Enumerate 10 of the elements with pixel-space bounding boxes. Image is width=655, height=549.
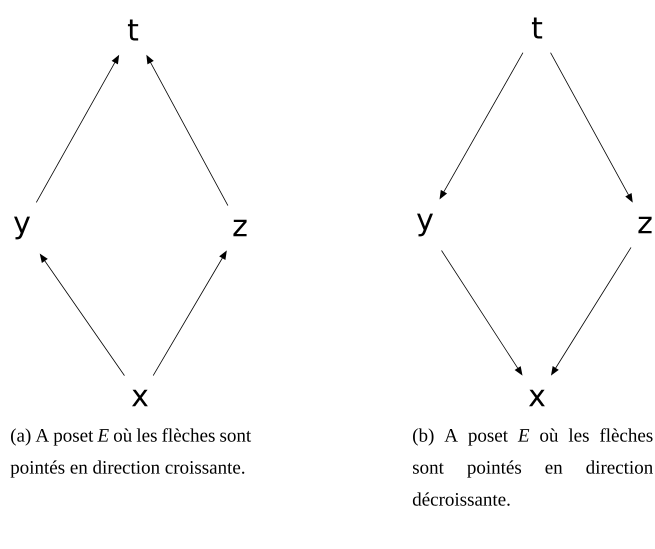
caption: (b) A poset E où les flèches sont pointés en direction décroissante.: [412, 428, 653, 506]
node-letter: z: [638, 216, 652, 234]
node-letter: x: [529, 390, 545, 406]
node-letter: x: [132, 390, 148, 406]
caption: (a) A poset E où les flèches sont pointés en direction croissante.: [10, 428, 252, 478]
node-letter: y: [14, 216, 30, 240]
node-letter: y: [417, 214, 433, 236]
node-letter: z: [233, 220, 247, 236]
node-letter: t: [128, 19, 138, 41]
node-letter: t: [532, 17, 542, 39]
